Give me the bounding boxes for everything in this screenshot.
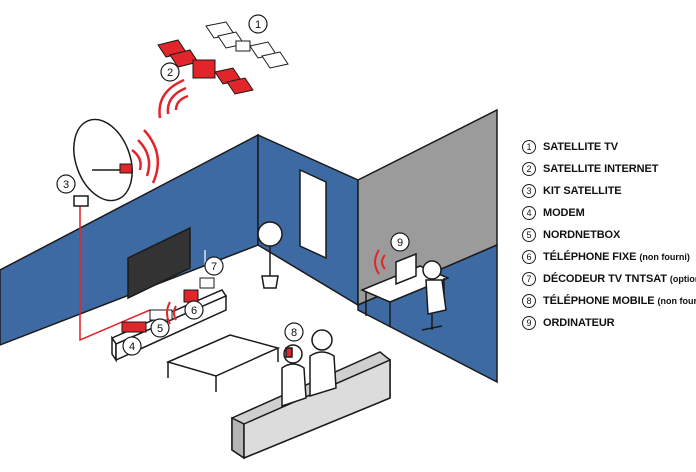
marker-number: 2: [167, 67, 173, 79]
signal-waves-icon: [131, 129, 160, 184]
satellite-icon: [205, 21, 289, 69]
legend-label: NORDNETBOX: [543, 229, 621, 241]
marker-number: 5: [157, 323, 163, 335]
legend-item: 9 ORDINATEUR: [522, 312, 696, 334]
person-with-phone: [281, 344, 307, 408]
legend-number: 3: [522, 184, 536, 198]
person-at-desk: [421, 260, 447, 331]
marker-number: 9: [397, 237, 403, 249]
satellite-dish-icon: [73, 118, 133, 207]
legend-number: 8: [522, 294, 536, 308]
legend-label: DÉCODEUR TV TNTSAT: [543, 273, 667, 285]
legend-number: 2: [522, 162, 536, 176]
legend-label: KIT SATELLITE: [543, 185, 622, 197]
legend-note: (non fourni): [639, 252, 690, 262]
legend-label: ORDINATEUR: [543, 317, 615, 329]
legend-number: 1: [522, 140, 536, 154]
marker-number: 7: [211, 261, 217, 273]
signal-waves-icon: [158, 78, 189, 119]
legend-item: 8 TÉLÉPHONE MOBILE(non fourni): [522, 290, 696, 312]
legend-item: 5 NORDNETBOX: [522, 224, 696, 246]
lamp: [257, 221, 283, 289]
marker-3: 3: [56, 174, 76, 194]
legend: 1 SATELLITE TV 2 SATELLITE INTERNET 3 KIT S…: [522, 136, 696, 334]
tv-decoder: [199, 277, 215, 289]
marker-5: 5: [150, 318, 170, 338]
legend-number: 7: [522, 272, 536, 286]
marker-number: 3: [63, 179, 69, 191]
legend-item: 3 KIT SATELLITE: [522, 180, 696, 202]
marker-number: 1: [255, 19, 261, 31]
marker-9: 9: [390, 232, 410, 252]
signal-waves-icon: [166, 301, 177, 325]
satellite-icon: [157, 39, 254, 95]
legend-item: 1 SATELLITE TV: [522, 136, 696, 158]
cable: [79, 200, 151, 342]
marker-number: 4: [129, 341, 135, 353]
legend-note: (option): [669, 274, 696, 284]
legend-label: SATELLITE TV: [543, 141, 618, 153]
legend-item: 6 TÉLÉPHONE FIXE(non fourni): [522, 246, 696, 268]
signal-waves-icon: [374, 249, 386, 275]
legend-item: 4 MODEM: [522, 202, 696, 224]
legend-label: SATELLITE INTERNET: [543, 163, 659, 175]
legend-item: 2 SATELLITE INTERNET: [522, 158, 696, 180]
legend-label: MODEM: [543, 207, 585, 219]
marker-8: 8: [284, 322, 304, 342]
marker-number: 6: [191, 305, 197, 317]
modem: [121, 321, 147, 333]
marker-4: 4: [122, 336, 142, 356]
marker-number: 8: [291, 327, 297, 339]
legend-number: 4: [522, 206, 536, 220]
legend-item: 7 DÉCODEUR TV TNTSAT(option): [522, 268, 696, 290]
legend-number: 5: [522, 228, 536, 242]
sofa: [231, 351, 391, 460]
television: [127, 226, 191, 300]
marker-2: 2: [160, 62, 180, 82]
legend-label: TÉLÉPHONE MOBILE: [543, 295, 655, 307]
legend-note: (non fourni): [657, 296, 696, 306]
legend-number: 9: [522, 316, 536, 330]
legend-label: TÉLÉPHONE FIXE: [543, 251, 637, 263]
coffee-table: [165, 334, 281, 392]
marker-6: 6: [184, 300, 204, 320]
marker-1: 1: [248, 14, 268, 34]
computer: [395, 252, 417, 286]
landline-phone: [183, 289, 199, 303]
person: [309, 329, 337, 398]
legend-number: 6: [522, 250, 536, 264]
window: [299, 168, 327, 260]
marker-7: 7: [204, 256, 224, 276]
